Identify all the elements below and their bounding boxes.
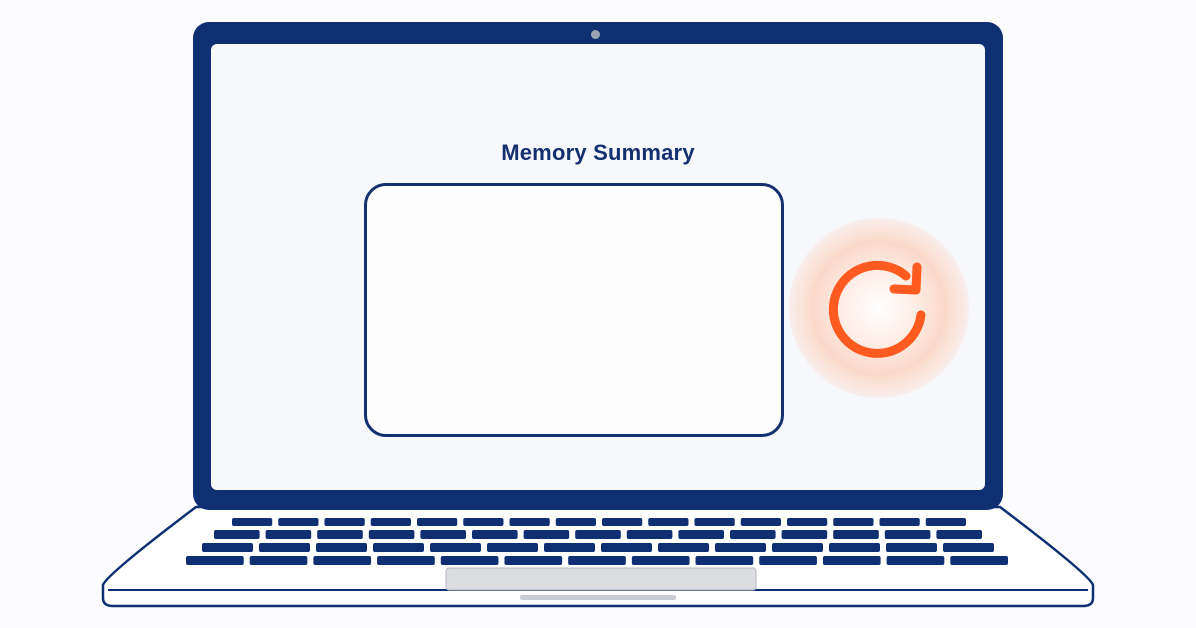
keyboard-key[interactable] — [822, 556, 881, 565]
keyboard-key[interactable] — [886, 543, 937, 552]
keyboard-key[interactable] — [232, 518, 273, 526]
keyboard-key[interactable] — [463, 518, 504, 526]
page-title: Memory Summary — [501, 140, 695, 165]
keyboard-key[interactable] — [715, 543, 766, 552]
keyboard-key[interactable] — [879, 518, 920, 526]
keyboard-key[interactable] — [833, 530, 879, 539]
keyboard-key[interactable] — [648, 518, 689, 526]
hinge-notch — [520, 595, 676, 600]
keyboard-key[interactable] — [313, 556, 372, 565]
keyboard-key[interactable] — [487, 543, 538, 552]
keyboard-key[interactable] — [265, 530, 312, 539]
keyboard-key[interactable] — [316, 543, 367, 552]
keyboard-key[interactable] — [440, 556, 499, 565]
trackpad[interactable] — [445, 567, 757, 591]
keyboard-key[interactable] — [370, 518, 411, 526]
memory-summary-panel — [364, 183, 784, 437]
keyboard-key[interactable] — [695, 556, 754, 565]
webcam-icon — [591, 30, 600, 39]
keyboard-key[interactable] — [884, 530, 931, 539]
keyboard-key[interactable] — [694, 518, 735, 526]
keyboard-key[interactable] — [759, 556, 817, 565]
keyboard-key[interactable] — [602, 518, 643, 526]
keyboard-key[interactable] — [259, 543, 310, 552]
keyboard-key[interactable] — [420, 530, 466, 539]
keyboard-key[interactable] — [430, 543, 481, 552]
keyboard-key[interactable] — [678, 530, 724, 539]
keyboard-key[interactable] — [950, 556, 1008, 565]
keyboard-key[interactable] — [787, 518, 828, 526]
keyboard-key[interactable] — [417, 518, 458, 526]
keyboard-key[interactable] — [886, 556, 945, 565]
keyboard-key[interactable] — [936, 530, 982, 539]
keyboard-key[interactable] — [368, 530, 415, 539]
keyboard-key[interactable] — [730, 530, 776, 539]
keyboard-key[interactable] — [925, 518, 966, 526]
keyboard-key[interactable] — [214, 530, 260, 539]
refresh-glow — [789, 218, 969, 398]
keyboard-key[interactable] — [509, 518, 550, 526]
laptop-lid: Memory Summary — [193, 22, 1003, 510]
keyboard-key[interactable] — [373, 543, 424, 552]
keyboard-key[interactable] — [186, 556, 244, 565]
keyboard-key[interactable] — [575, 530, 621, 539]
keyboard-key[interactable] — [943, 543, 994, 552]
keyboard-key[interactable] — [504, 556, 563, 565]
keyboard-key[interactable] — [781, 530, 828, 539]
refresh-icon[interactable] — [814, 243, 944, 373]
laptop-screen: Memory Summary — [211, 44, 985, 490]
keyboard-key[interactable] — [472, 530, 518, 539]
keyboard-key[interactable] — [772, 543, 823, 552]
keyboard[interactable] — [186, 518, 1008, 565]
keyboard-key[interactable] — [833, 518, 874, 526]
keyboard-key[interactable] — [278, 518, 319, 526]
keyboard-key[interactable] — [249, 556, 308, 565]
keyboard-key[interactable] — [317, 530, 363, 539]
keyboard-key[interactable] — [544, 543, 595, 552]
keyboard-key[interactable] — [631, 556, 690, 565]
keyboard-key[interactable] — [523, 530, 570, 539]
keyboard-key[interactable] — [568, 556, 626, 565]
keyboard-key[interactable] — [324, 518, 365, 526]
keyboard-key[interactable] — [555, 518, 596, 526]
keyboard-key[interactable] — [202, 543, 253, 552]
keyboard-key[interactable] — [377, 556, 435, 565]
keyboard-key[interactable] — [626, 530, 673, 539]
keyboard-key[interactable] — [601, 543, 652, 552]
keyboard-key[interactable] — [740, 518, 781, 526]
keyboard-key[interactable] — [658, 543, 709, 552]
keyboard-key[interactable] — [829, 543, 880, 552]
